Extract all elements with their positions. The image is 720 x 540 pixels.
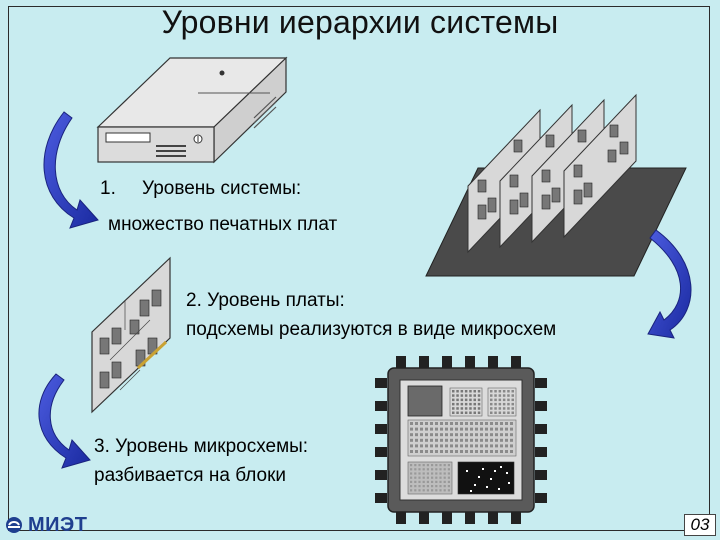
- slide-frame: [8, 6, 710, 531]
- microchip-icon: [375, 356, 547, 524]
- level3-description: разбивается на блоки: [94, 465, 287, 486]
- level1-number: 1.: [100, 178, 116, 199]
- level1-description: множество печатных плат: [108, 214, 338, 235]
- logo-icon: [6, 517, 22, 533]
- level1-title: Уровень системы:: [142, 178, 302, 199]
- computer-case-icon: [96, 56, 288, 164]
- circuit-board-icon: [91, 256, 171, 414]
- level1-heading: 1. Уровень системы:: [100, 178, 301, 200]
- curved-arrow-icon: [43, 111, 99, 229]
- page-number: 03: [684, 514, 716, 536]
- footer-logo: МИЭТ: [4, 513, 87, 537]
- curved-arrow-icon: [647, 229, 692, 339]
- level2-heading: 2. Уровень платы:: [186, 290, 345, 311]
- curved-arrow-icon: [38, 373, 91, 469]
- board-rack-icon: [425, 93, 687, 277]
- level2-description: подсхемы реализуются в виде микросхем: [186, 319, 557, 340]
- level3-heading: 3. Уровень микросхемы:: [94, 436, 309, 457]
- logo-text: МИЭТ: [28, 513, 88, 536]
- slide-title: Уровни иерархии системы: [161, 4, 559, 40]
